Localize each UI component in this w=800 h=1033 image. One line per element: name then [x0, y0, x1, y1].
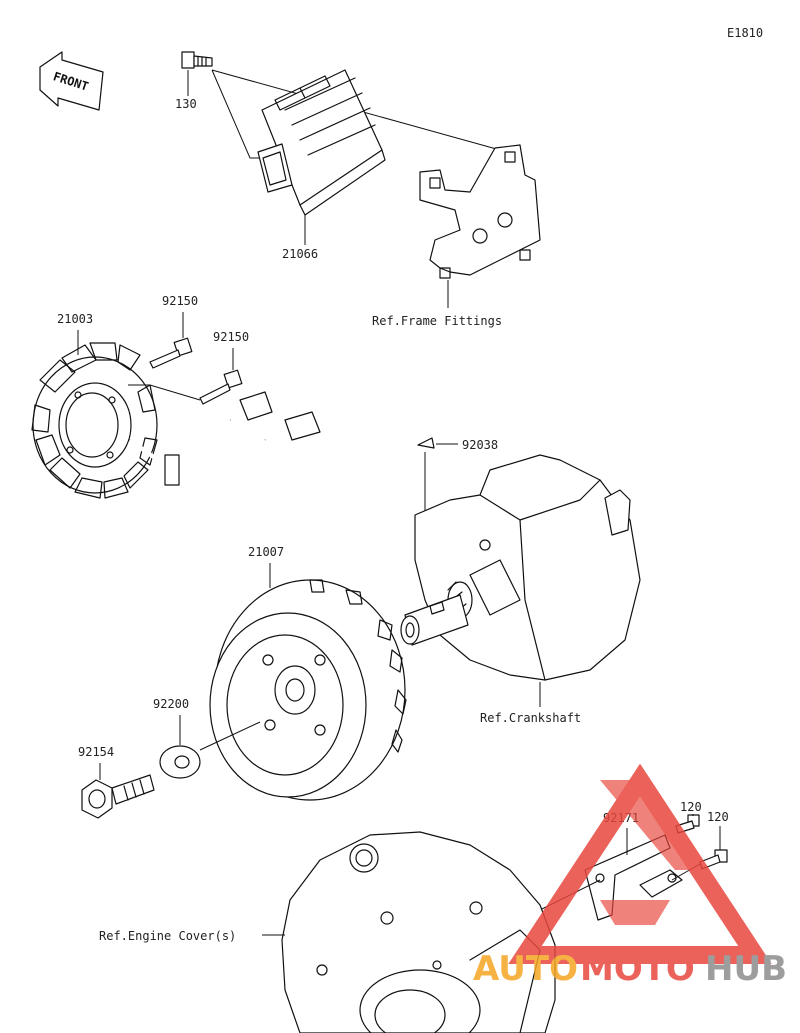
label-130: 130 [175, 97, 197, 111]
engine-cover [281, 831, 556, 1033]
label-21066: 21066 [282, 247, 318, 261]
label-21003: 21003 [57, 312, 93, 326]
diagram-code: E1810 [727, 26, 763, 40]
watermark-auto: AUTO [473, 949, 578, 989]
washer-92200 [159, 745, 201, 779]
bolt-130 [181, 51, 213, 69]
woodruff-key-92038 [417, 437, 435, 449]
ref-crankshaft: Ref.Crankshaft [480, 711, 581, 725]
label-92150-b: 92150 [213, 330, 249, 344]
watermark-moto: MOTO [580, 949, 695, 989]
label-92150-a: 92150 [162, 294, 198, 308]
regulator-21066 [257, 69, 386, 216]
label-120-b: 120 [707, 810, 729, 824]
label-92154: 92154 [78, 745, 114, 759]
crankshaft [400, 454, 641, 681]
rotor-21007 [209, 579, 407, 801]
ref-frame-fittings: Ref.Frame Fittings [372, 314, 502, 328]
screw-92150-b [199, 369, 243, 405]
label-21007: 21007 [248, 545, 284, 559]
watermark-hub: HUB [705, 949, 787, 989]
bolt-92154 [81, 774, 155, 819]
frame-bracket [419, 144, 541, 279]
front-arrow-icon: FRONT [39, 51, 104, 111]
label-92200: 92200 [153, 697, 189, 711]
screw-92150-a [149, 337, 193, 369]
automotohub-watermark-logo: AUTO MOTO HUB [473, 763, 787, 989]
label-92038: 92038 [462, 438, 498, 452]
label-120-a: 120 [680, 800, 702, 814]
stator-21003 [31, 342, 321, 499]
ref-engine-covers: Ref.Engine Cover(s) [99, 929, 236, 943]
